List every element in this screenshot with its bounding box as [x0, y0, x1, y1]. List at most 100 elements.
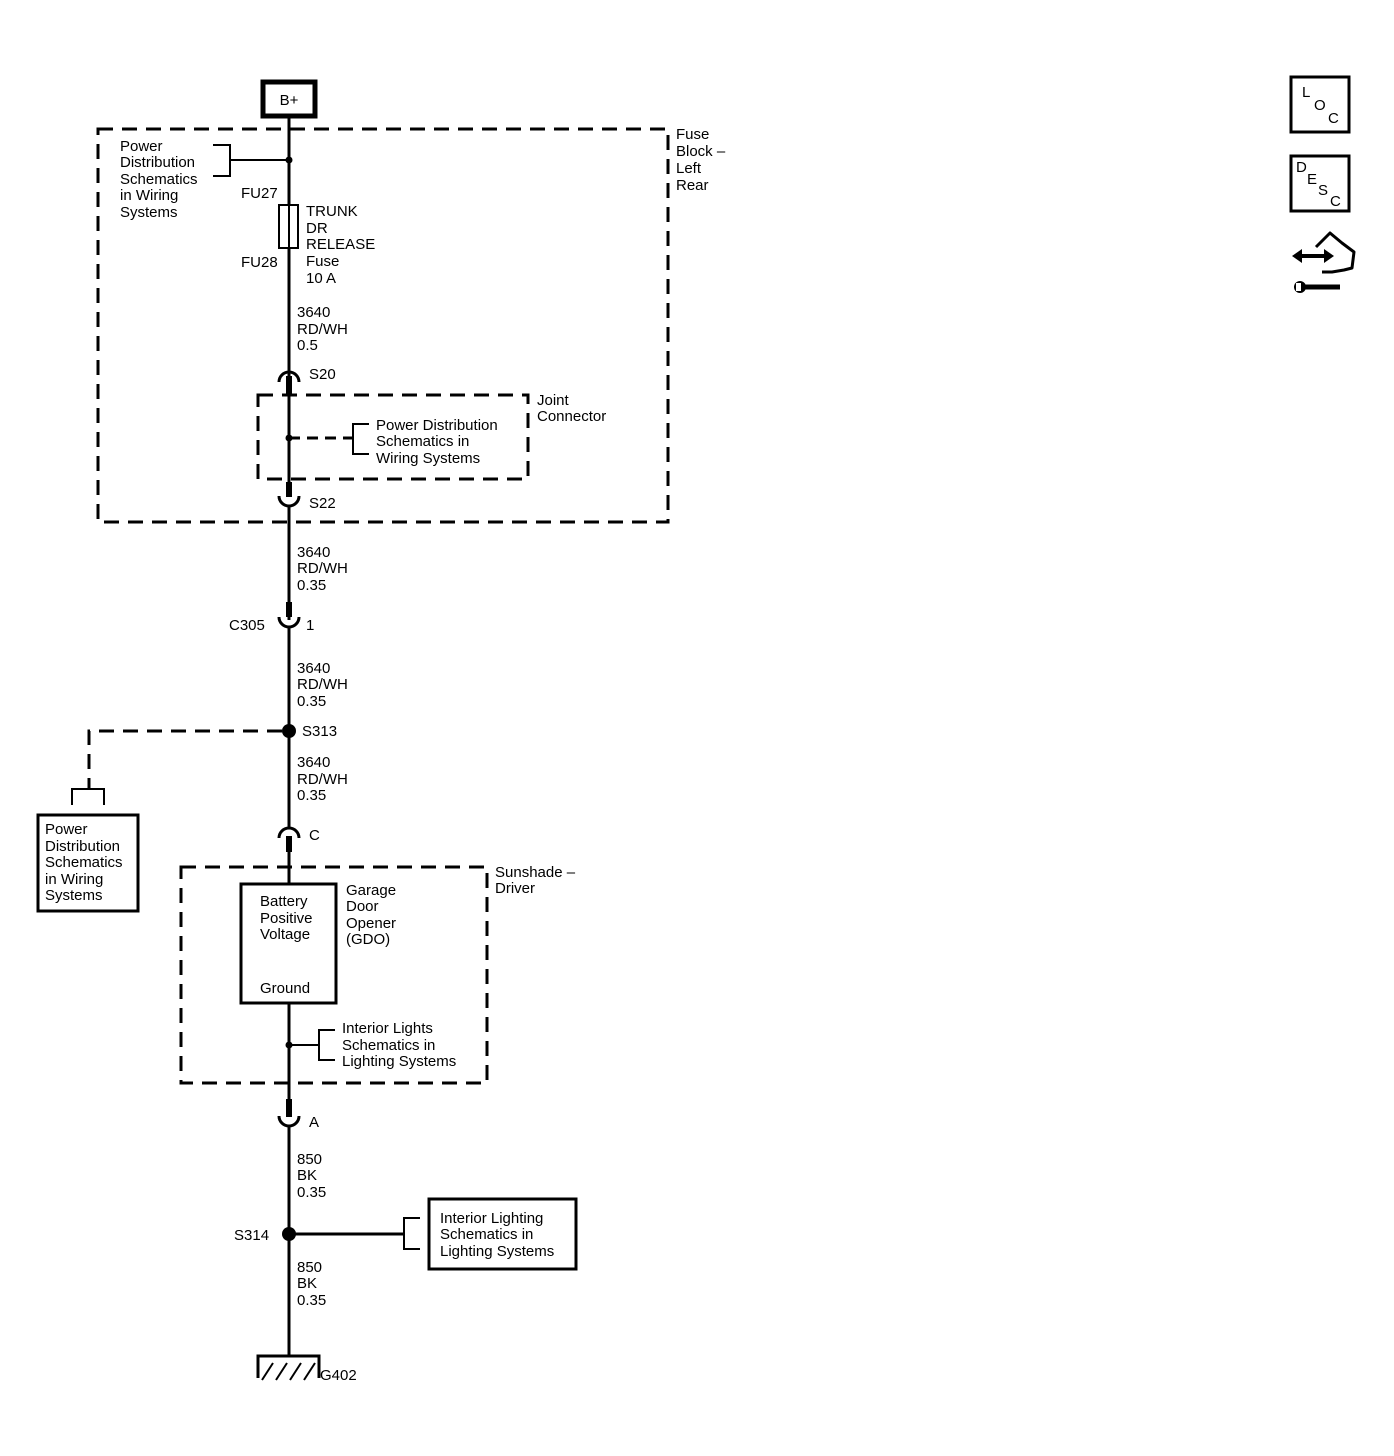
svg-text:Wiring Systems: Wiring Systems — [376, 450, 480, 467]
wire-label-5: 850 BK 0.35 — [297, 1151, 326, 1201]
svg-text:S20: S20 — [309, 366, 336, 383]
wire-label-6: 850 BK 0.35 — [297, 1259, 326, 1309]
right-ref-bracket — [403, 1217, 420, 1250]
svg-text:in Wiring: in Wiring — [120, 187, 178, 204]
joint-connector-outline — [256, 393, 530, 481]
fuse-block-label: Fuse Block – Left Rear — [676, 126, 726, 194]
svg-text:RD/WH: RD/WH — [297, 676, 348, 693]
svg-text:10 A: 10 A — [306, 270, 336, 287]
svg-text:850: 850 — [297, 1151, 322, 1168]
svg-text:BK: BK — [297, 1275, 317, 1292]
svg-text:Fuse: Fuse — [306, 253, 339, 270]
svg-text:Rear: Rear — [676, 177, 709, 194]
interior-lighting-ref: Interior Lighting Schematics in Lighting… — [427, 1197, 578, 1271]
svg-text:S314: S314 — [234, 1227, 269, 1244]
garage-door-opener-module: Battery Positive Voltage Ground — [239, 882, 338, 1005]
svg-text:Door: Door — [346, 898, 379, 915]
connector-c305: C305 1 — [229, 602, 314, 634]
svg-text:Lighting Systems: Lighting Systems — [440, 1243, 554, 1260]
svg-text:Schematics in: Schematics in — [342, 1037, 435, 1054]
joint-connector-label: Joint Connector — [537, 392, 606, 425]
svg-text:3640: 3640 — [297, 754, 330, 771]
svg-text:S313: S313 — [302, 723, 337, 740]
svg-text:850: 850 — [297, 1259, 322, 1276]
svg-text:O: O — [1314, 97, 1326, 114]
diagnostic-tool-icon[interactable] — [1292, 231, 1356, 293]
svg-text:RD/WH: RD/WH — [297, 771, 348, 788]
svg-text:Battery: Battery — [260, 893, 308, 910]
svg-text:BK: BK — [297, 1167, 317, 1184]
svg-text:Ground: Ground — [260, 980, 310, 997]
svg-text:E: E — [1307, 171, 1317, 188]
svg-text:0.35: 0.35 — [297, 787, 326, 804]
fuse-block-outline — [96, 127, 670, 524]
wire-label-1: 3640 RD/WH 0.5 — [297, 304, 348, 354]
desc-button[interactable]: D E S C — [1289, 154, 1351, 213]
branch-s313-dashed — [87, 729, 282, 789]
svg-text:Interior Lighting: Interior Lighting — [440, 1210, 543, 1227]
svg-text:Schematics in: Schematics in — [440, 1226, 533, 1243]
svg-text:L: L — [1302, 84, 1310, 101]
left-power-distribution-ref: Power Distribution Schematics in Wiring … — [36, 813, 140, 913]
svg-text:RELEASE: RELEASE — [306, 236, 375, 253]
svg-text:Lighting Systems: Lighting Systems — [342, 1053, 456, 1070]
svg-text:(GDO): (GDO) — [346, 931, 390, 948]
svg-text:3640: 3640 — [297, 660, 330, 677]
svg-text:DR: DR — [306, 220, 328, 237]
connector-s20: S20 — [277, 366, 336, 396]
svg-text:0.5: 0.5 — [297, 337, 318, 354]
svg-text:S22: S22 — [309, 495, 336, 512]
svg-text:0.35: 0.35 — [297, 693, 326, 710]
svg-text:Block –: Block – — [676, 143, 726, 160]
svg-text:Joint: Joint — [537, 392, 570, 409]
splice-s313: S313 — [282, 723, 337, 740]
svg-text:Sunshade –: Sunshade – — [495, 864, 576, 881]
svg-text:0.35: 0.35 — [297, 1292, 326, 1309]
wire-label-2: 3640 RD/WH 0.35 — [297, 544, 348, 594]
svg-text:1: 1 — [306, 617, 314, 634]
svg-text:Power: Power — [120, 138, 163, 155]
left-ref-bracket — [71, 788, 105, 805]
svg-text:RD/WH: RD/WH — [297, 560, 348, 577]
svg-text:Power: Power — [45, 821, 88, 838]
svg-text:D: D — [1296, 159, 1307, 176]
svg-text:RD/WH: RD/WH — [297, 321, 348, 338]
svg-text:Distribution: Distribution — [120, 154, 195, 171]
svg-text:FU28: FU28 — [241, 254, 278, 271]
svg-text:Systems: Systems — [45, 887, 103, 904]
svg-text:B+: B+ — [280, 92, 299, 109]
svg-text:Systems: Systems — [120, 204, 178, 221]
interior-lights-ref: Interior Lights Schematics in Lighting S… — [285, 1020, 456, 1070]
wire-label-4: 3640 RD/WH 0.35 — [297, 754, 348, 804]
svg-text:Garage: Garage — [346, 882, 396, 899]
sunshade-label: Sunshade – Driver — [495, 864, 576, 897]
connector-a: A — [277, 1099, 319, 1131]
svg-text:Power Distribution: Power Distribution — [376, 417, 498, 434]
svg-text:Schematics: Schematics — [120, 171, 198, 188]
svg-text:Schematics: Schematics — [45, 854, 123, 871]
splice-s314: S314 — [234, 1227, 296, 1244]
ground-symbol: G402 — [256, 1354, 357, 1384]
trunk-release-fuse: FU27 FU28 TRUNK DR RELEASE Fuse 10 A — [241, 185, 375, 287]
power-source-b-plus: B+ — [260, 79, 318, 119]
svg-text:Left: Left — [676, 160, 702, 177]
svg-text:0.35: 0.35 — [297, 577, 326, 594]
sunshade-outline — [179, 865, 489, 1085]
loc-button[interactable]: L O C — [1289, 75, 1351, 134]
svg-text:C: C — [309, 827, 320, 844]
wire-label-3: 3640 RD/WH 0.35 — [297, 660, 348, 710]
svg-text:Driver: Driver — [495, 880, 535, 897]
svg-text:Interior Lights: Interior Lights — [342, 1020, 433, 1037]
svg-text:3640: 3640 — [297, 304, 330, 321]
svg-text:Distribution: Distribution — [45, 838, 120, 855]
svg-text:FU27: FU27 — [241, 185, 278, 202]
svg-text:in Wiring: in Wiring — [45, 871, 103, 888]
svg-text:Connector: Connector — [537, 408, 606, 425]
power-distribution-ref-top: Power Distribution Schematics in Wiring … — [120, 138, 293, 221]
svg-text:Positive: Positive — [260, 910, 313, 927]
gdo-label: Garage Door Opener (GDO) — [346, 882, 396, 948]
connector-c: C — [277, 826, 320, 852]
svg-text:A: A — [309, 1114, 319, 1131]
svg-text:Opener: Opener — [346, 915, 396, 932]
